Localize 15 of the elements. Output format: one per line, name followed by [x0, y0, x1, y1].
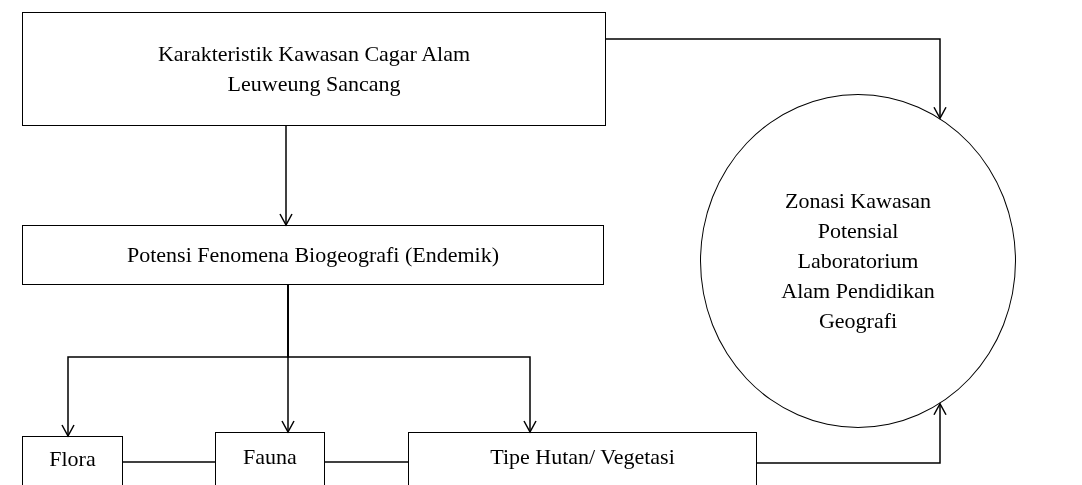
arrow	[287, 284, 537, 433]
node-text: Zonasi Kawasan Potensial Laboratorium Alam Pendidikan Geografi	[780, 187, 936, 335]
node-text: Karakteristik Kawasan Cagar Alam Leuweung Sancang	[156, 40, 472, 98]
node-text: Tipe Hutan/ Vegetasi	[489, 443, 676, 471]
node-text: Flora	[48, 445, 97, 473]
process-box	[408, 432, 757, 485]
process-box	[22, 12, 606, 126]
arrow	[605, 38, 947, 119]
process-box	[215, 432, 325, 485]
arrow	[756, 403, 947, 464]
node-text: Potensi Fenomena Biogeografi (Endemik)	[125, 241, 501, 269]
node-text: Fauna	[242, 443, 298, 471]
process-box	[22, 225, 604, 285]
process-box	[22, 436, 123, 485]
arrow	[279, 125, 293, 226]
